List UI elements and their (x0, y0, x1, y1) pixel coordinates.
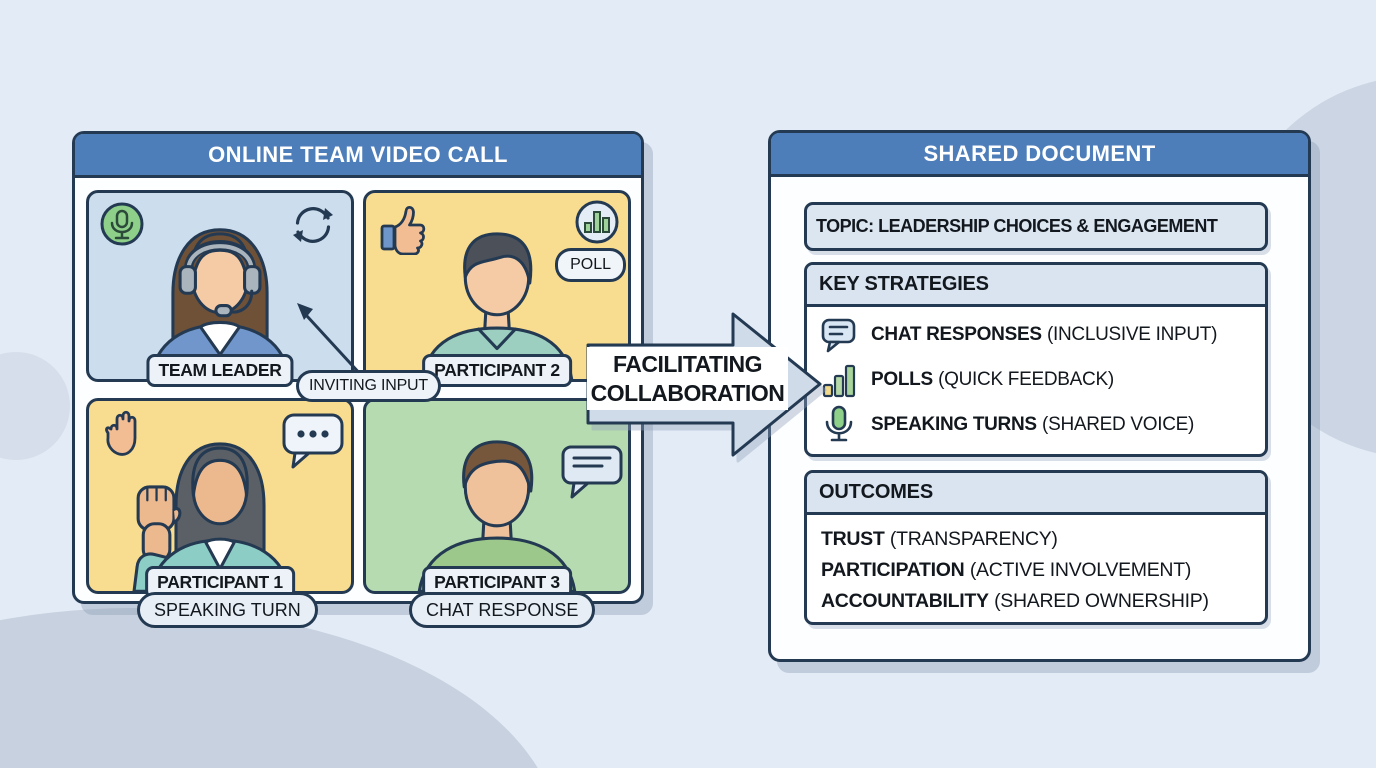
raised-hand-icon (105, 410, 137, 456)
outcomes-heading: OUTCOMES (807, 473, 1265, 515)
video-tile-participant-1: PARTICIPANT 1 (86, 398, 354, 599)
microphone-icon (819, 405, 859, 445)
team-leader-avatar (148, 228, 292, 379)
video-call-panel-header: ONLINE TEAM VIDEO CALL (75, 134, 641, 178)
chat-message-bubble-icon (561, 445, 623, 499)
microphone-badge-icon (100, 202, 144, 246)
outcome-row-trust: TRUST (TRANSPARENCY) (821, 528, 1058, 550)
video-tile-team-leader: TEAM LEADER (86, 190, 354, 387)
outcome-row-participation: PARTICIPATION (ACTIVE INVOLVEMENT) (821, 559, 1192, 581)
refresh-icon (293, 207, 333, 243)
strategy-text: POLLS (QUICK FEEDBACK) (871, 368, 1114, 390)
video-tile-participant-3: PARTICIPANT 3 (363, 398, 631, 599)
typing-dots-bubble-icon (282, 413, 344, 469)
video-call-panel: ONLINE TEAM VIDEO CALL (72, 131, 644, 628)
video-tile-participant-2: POLL PARTICIPANT 2 (363, 190, 631, 387)
poll-badge-icon (575, 200, 619, 244)
key-strategies-box: KEY STRATEGIES CHAT RESPONSES (804, 262, 1268, 457)
video-tile-frame (89, 401, 351, 591)
chat-response-tag-pill: CHAT RESPONSE (409, 592, 596, 628)
topic-text: TOPIC: LEADERSHIP CHOICES & ENGAGEMENT (816, 216, 1218, 236)
video-tile-frame (89, 193, 351, 379)
background-blob-decoration (0, 608, 560, 768)
video-call-panel-title: ONLINE TEAM VIDEO CALL (208, 141, 508, 167)
strategy-row-chat-responses: CHAT RESPONSES (INCLUSIVE INPUT) (819, 316, 1259, 354)
outcomes-list: TRUST (TRANSPARENCY) PARTICIPATION (ACTI… (807, 515, 1265, 626)
strategy-row-polls: POLLS (QUICK FEEDBACK) (819, 361, 1259, 399)
inviting-input-annotation-pill: INVITING INPUT (296, 370, 441, 402)
shared-document-panel: SHARED DOCUMENT TOPIC: LEADERSHIP CHOICE… (768, 130, 1311, 662)
poll-tag-pill: POLL (555, 248, 626, 282)
outcome-row-accountability: ACCOUNTABILITY (SHARED OWNERSHIP) (821, 590, 1209, 612)
flow-arrow-label: FACILITATING COLLABORATION (587, 347, 788, 410)
key-strategies-heading: KEY STRATEGIES (807, 265, 1265, 307)
strategy-text: SPEAKING TURNS (SHARED VOICE) (871, 414, 1195, 436)
flow-arrow-label-line1: FACILITATING (612, 350, 763, 377)
flow-arrow-label-line2: COLLABORATION (590, 379, 785, 406)
poll-bars-icon (819, 361, 859, 399)
strategy-row-speaking-turns: SPEAKING TURNS (SHARED VOICE) (819, 405, 1259, 445)
strategy-text: CHAT RESPONSES (INCLUSIVE INPUT) (871, 323, 1218, 345)
speaking-turn-tag-pill: SPEAKING TURN (137, 592, 318, 628)
chat-bubble-icon (819, 316, 859, 354)
tile-label-team-leader: TEAM LEADER (146, 354, 294, 387)
background-small-circle-decoration (0, 352, 70, 460)
key-strategies-list: CHAT RESPONSES (INCLUSIVE INPUT) (807, 307, 1265, 454)
tile-label-participant-2: PARTICIPANT 2 (422, 354, 572, 387)
outcomes-box: OUTCOMES TRUST (TRANSPARENCY) PARTICIPAT… (804, 470, 1268, 625)
shared-document-panel-title: SHARED DOCUMENT (923, 140, 1156, 166)
shared-document-panel-header: SHARED DOCUMENT (771, 133, 1308, 177)
topic-box: TOPIC: LEADERSHIP CHOICES & ENGAGEMENT (804, 202, 1268, 251)
thumbs-up-icon (380, 205, 426, 255)
